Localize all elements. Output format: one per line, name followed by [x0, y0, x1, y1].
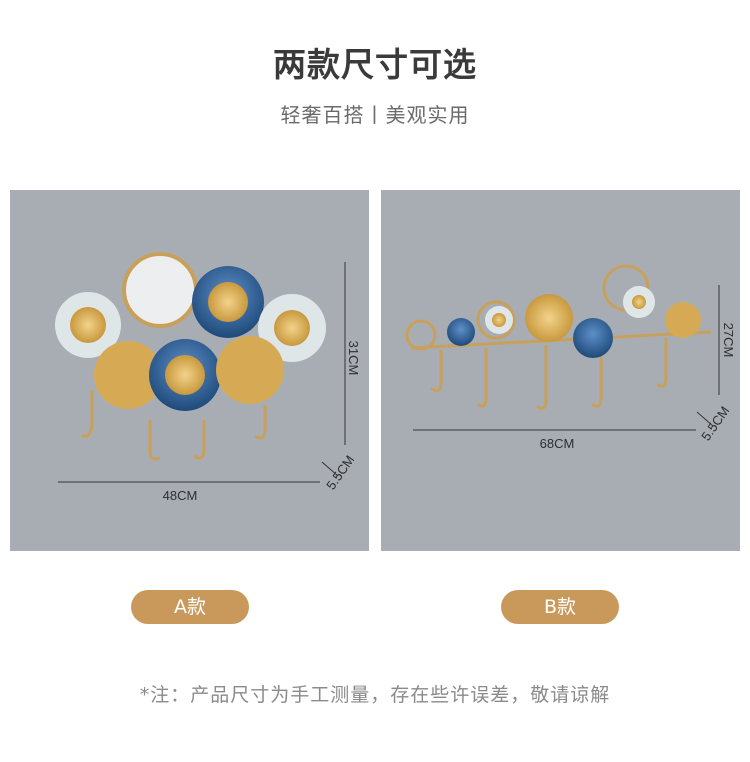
product-a-width-label: 48CM	[163, 488, 198, 503]
measurement-note: *注：产品尺寸为手工测量，存在些许误差，敬请谅解	[139, 684, 611, 706]
product-b-illustration: 68CM 27CM 5.5CM	[405, 264, 736, 451]
product-b-photo: 68CM 27CM 5.5CM	[381, 190, 740, 551]
product-a-illustration: 48CM 31CM 5.5CM	[55, 252, 361, 503]
page-subtitle: 轻奢百搭丨美观实用	[280, 103, 470, 127]
product-a-depth-label: 5.5CM	[323, 452, 357, 492]
product-b-label: B款	[501, 590, 619, 624]
product-b-depth-label: 5.5CM	[698, 403, 732, 443]
page-title: 两款尺寸可选	[273, 45, 477, 84]
product-a-photo: 48CM 31CM 5.5CM	[10, 190, 369, 551]
product-b-height-label: 27CM	[721, 323, 736, 358]
product-a-height-label: 31CM	[346, 341, 361, 376]
product-b-width-label: 68CM	[540, 436, 575, 451]
product-a-label: A款	[131, 590, 249, 624]
